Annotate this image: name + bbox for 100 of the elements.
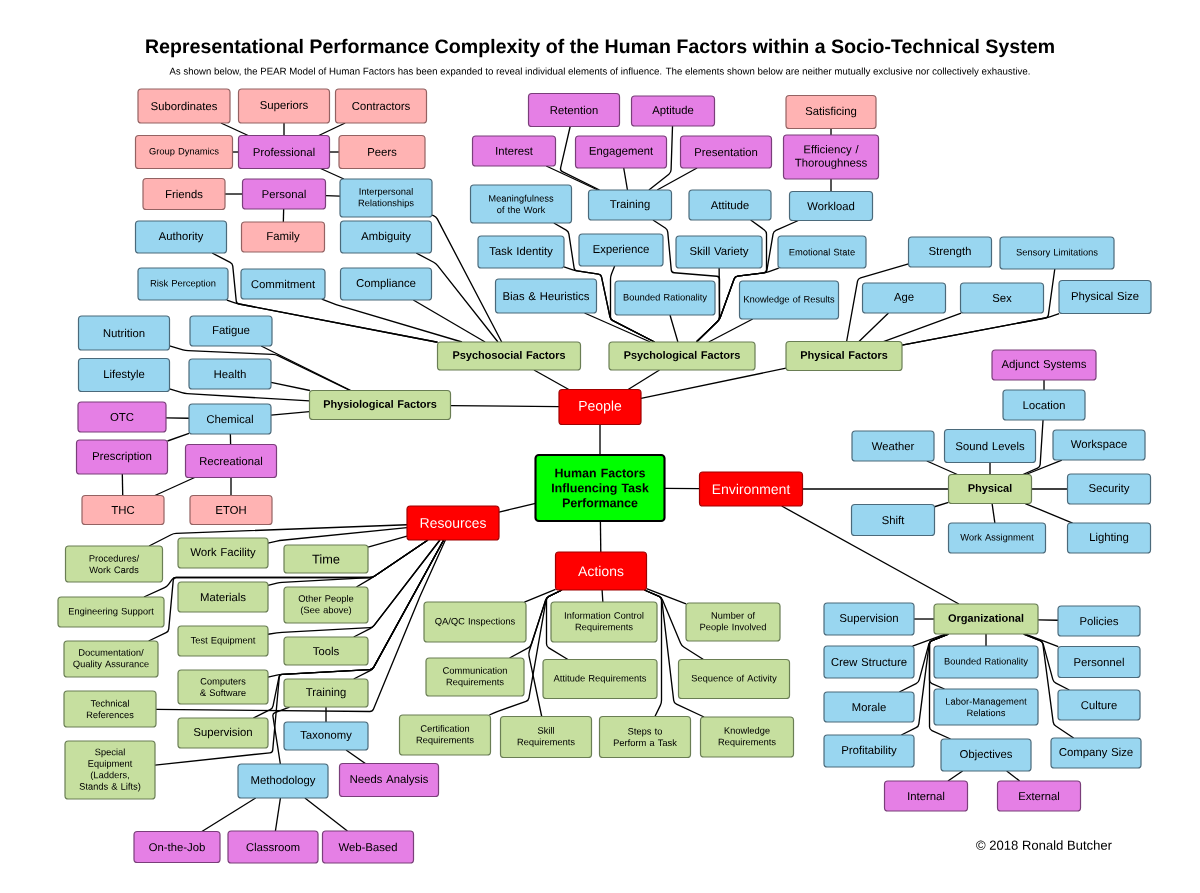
element-box: Workspace [1052, 429, 1146, 461]
element-box: Personal [241, 178, 327, 210]
connector-line [431, 214, 503, 343]
element-box: Location [1002, 389, 1086, 421]
element-box: Emotional State [777, 235, 867, 269]
element-box: Adjunct Systems [991, 349, 1097, 381]
element-box: Risk Perception [137, 267, 229, 301]
element-box: Security [1066, 473, 1152, 505]
element-box: Morale [823, 691, 915, 723]
connector-line [926, 460, 958, 476]
connector-line [325, 706, 327, 723]
element-box: Training [587, 189, 673, 221]
element-box: Procedures/ Work Cards [64, 545, 164, 583]
element-box: Crew Structure [823, 645, 915, 679]
connector-line [1025, 459, 1063, 476]
connector-line [318, 122, 346, 137]
element-box: Efficiency / Thoroughness [782, 134, 880, 180]
element-box: Workload [788, 190, 874, 222]
element-box: Work Assignment [947, 522, 1047, 554]
connector-line [640, 367, 787, 400]
element-box: Profitability [823, 734, 915, 768]
element-box: Age [861, 282, 947, 314]
element-box: Other People (See above) [283, 586, 369, 624]
connector-line [643, 589, 705, 718]
connector-line [656, 167, 698, 191]
connector-line [1030, 488, 1069, 490]
central-box: Human Factors Influencing Task Performance [534, 453, 666, 523]
category-box: Environment [698, 471, 804, 507]
element-box: Health [188, 358, 272, 390]
element-box: ETOH [189, 494, 273, 526]
element-box: Bounded Rationality [614, 280, 716, 316]
element-box: Attitude Requirements [542, 658, 658, 700]
element-box: Family [240, 221, 326, 253]
connector-line [599, 423, 601, 456]
connector-line [168, 345, 351, 392]
factor-box: Psychological Factors [608, 341, 756, 371]
element-box: Sensory Limitations [999, 236, 1115, 270]
element-box: Objectives [940, 738, 1032, 772]
connector-line [260, 345, 352, 392]
connector-line [609, 265, 656, 343]
connector-line [412, 299, 486, 343]
connector-line [991, 502, 996, 524]
connector-line [270, 381, 311, 392]
connector-line [528, 589, 563, 718]
element-box: Aptitude [630, 95, 716, 127]
element-box: Labor-Management Relations [933, 688, 1039, 726]
element-box: Policies [1057, 605, 1141, 637]
element-box: Number of People Involved [685, 602, 781, 642]
element-box: QA/QC Inspections [423, 601, 527, 643]
copyright-notice: © 2018 Ronald Butcher [976, 840, 1112, 850]
connector-line [989, 461, 991, 476]
element-box: Interpersonal Relationships [339, 178, 433, 218]
element-box: Skill Requirements [499, 715, 593, 759]
element-box: Steps to Perform a Task [598, 715, 692, 759]
connector-line [147, 539, 429, 642]
element-box: Communication Requirements [425, 657, 525, 697]
element-box: Information Control Requirements [550, 601, 658, 643]
factor-box: Physiological Factors [308, 389, 452, 421]
connector-line [669, 314, 679, 343]
connector-line [623, 167, 629, 191]
category-box: Actions [554, 551, 648, 591]
connector-line [324, 194, 341, 197]
connector-line [648, 125, 674, 191]
element-box: Strength [907, 236, 993, 268]
element-box: Methodology [237, 763, 329, 799]
connector-line [599, 520, 602, 553]
element-box: Computers & Software [177, 669, 269, 705]
connector-line [1024, 502, 1074, 524]
connector-line [154, 476, 196, 497]
element-box: Knowledge Requirements [699, 716, 795, 758]
element-box: Supervision [823, 602, 915, 636]
element-box: Chemical [188, 403, 272, 435]
element-box: Prescription [75, 439, 169, 475]
connector-line [201, 797, 257, 833]
element-box: Technical References [63, 690, 157, 728]
element-box: Attitude [688, 189, 772, 221]
element-box: Supervision [177, 717, 269, 749]
connector-line [882, 312, 962, 343]
category-box: People [558, 388, 642, 426]
element-box: Experience [578, 233, 664, 267]
element-box: Fatigue [189, 315, 273, 347]
connector-line [328, 151, 340, 153]
connector-line [415, 252, 499, 343]
element-box: Group Dynamics [134, 134, 234, 170]
connector-line [498, 502, 537, 513]
connector-line [168, 388, 311, 402]
element-box: Commitment [240, 268, 326, 300]
connector-line [270, 410, 311, 416]
element-box: Sound Levels [943, 428, 1037, 464]
factor-box: Organizational [933, 603, 1039, 635]
element-box: Company Size [1050, 737, 1142, 769]
element-box: Personnel [1057, 645, 1141, 679]
connector-line [345, 749, 367, 765]
element-box: Compliance [339, 267, 433, 301]
title: Representational Performance Complexity of the Human Factors within a Socio-Technical System [146, 38, 1054, 58]
element-box: Documentation/ Quality Assurance [63, 640, 159, 678]
connector-line [148, 524, 408, 547]
element-box: Test Equipment [177, 625, 269, 657]
element-box: Certification Requirements [398, 714, 492, 756]
category-box: Resources [406, 505, 500, 541]
